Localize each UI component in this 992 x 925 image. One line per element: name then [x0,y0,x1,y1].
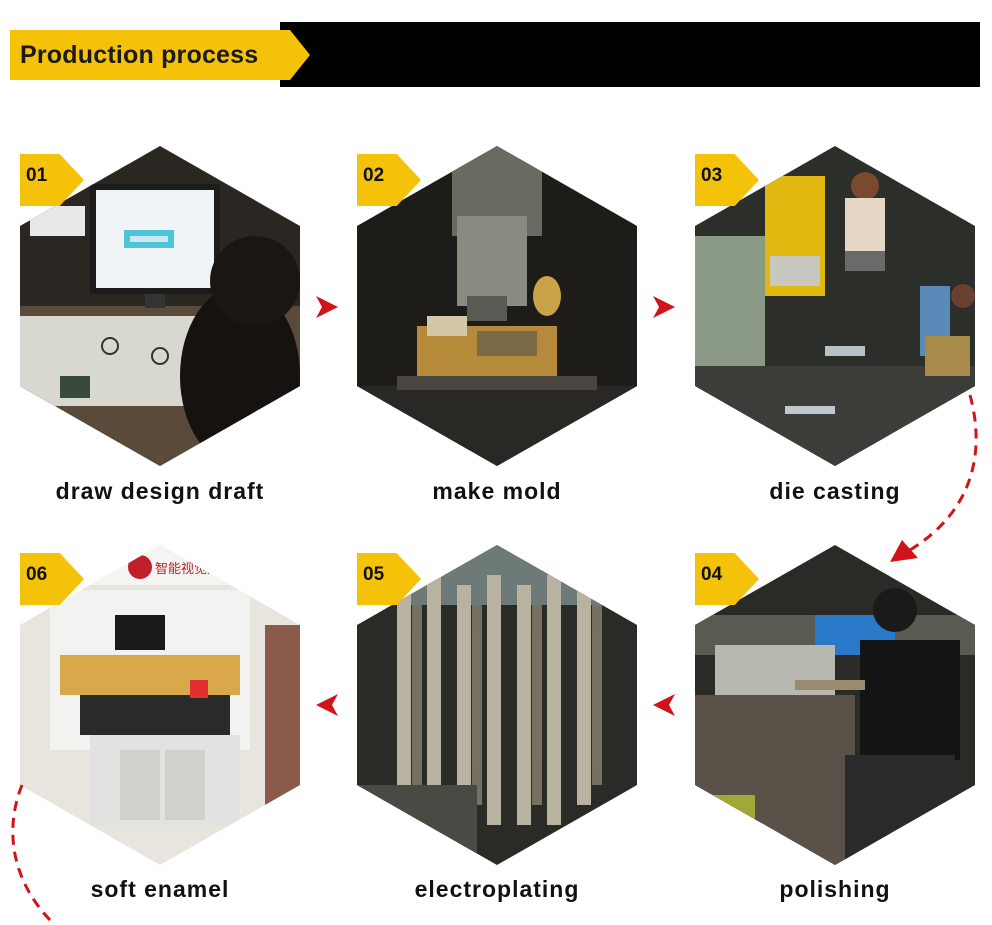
step-caption-01: draw design draft [55,478,265,504]
step-number: 03 [701,165,723,186]
arrow-left-icon [314,692,340,718]
step-number: 02 [363,165,385,186]
step-caption-03: die casting [769,478,901,504]
section-banner: Production process [10,22,980,87]
step-card-03: 03 [695,146,975,466]
banner-black-bar [280,22,980,87]
arrow-left-icon [651,692,677,718]
step-caption-04: polishing [779,876,891,902]
step-card-06: 智能视觉点胶 06 [20,545,300,865]
page-title: Production process [20,41,259,69]
step-card-01: 01 [20,146,300,466]
arrow-right-icon [651,294,677,320]
step-number: 01 [26,165,48,186]
step-caption-06: soft enamel [90,876,230,902]
step-photo-06: 智能视觉点胶 [20,545,300,865]
step-number: 05 [363,564,385,585]
dashed-connector-left [11,784,52,922]
step-photo-02 [357,146,637,466]
arrow-right-icon [314,294,340,320]
machine-sign-text: 智能视觉点胶 [155,561,233,577]
step-number: 04 [701,564,723,585]
step-card-02: 02 [357,146,637,466]
step-card-04: 04 [695,545,975,865]
step-caption-05: electroplating [414,876,580,902]
step-card-05: 05 [357,545,637,865]
step-caption-02: make mold [432,478,562,504]
step-photo-01 [20,146,300,466]
dashed-connector-right [890,394,978,562]
step-number: 06 [26,564,48,585]
banner-yellow-tab [10,30,310,80]
